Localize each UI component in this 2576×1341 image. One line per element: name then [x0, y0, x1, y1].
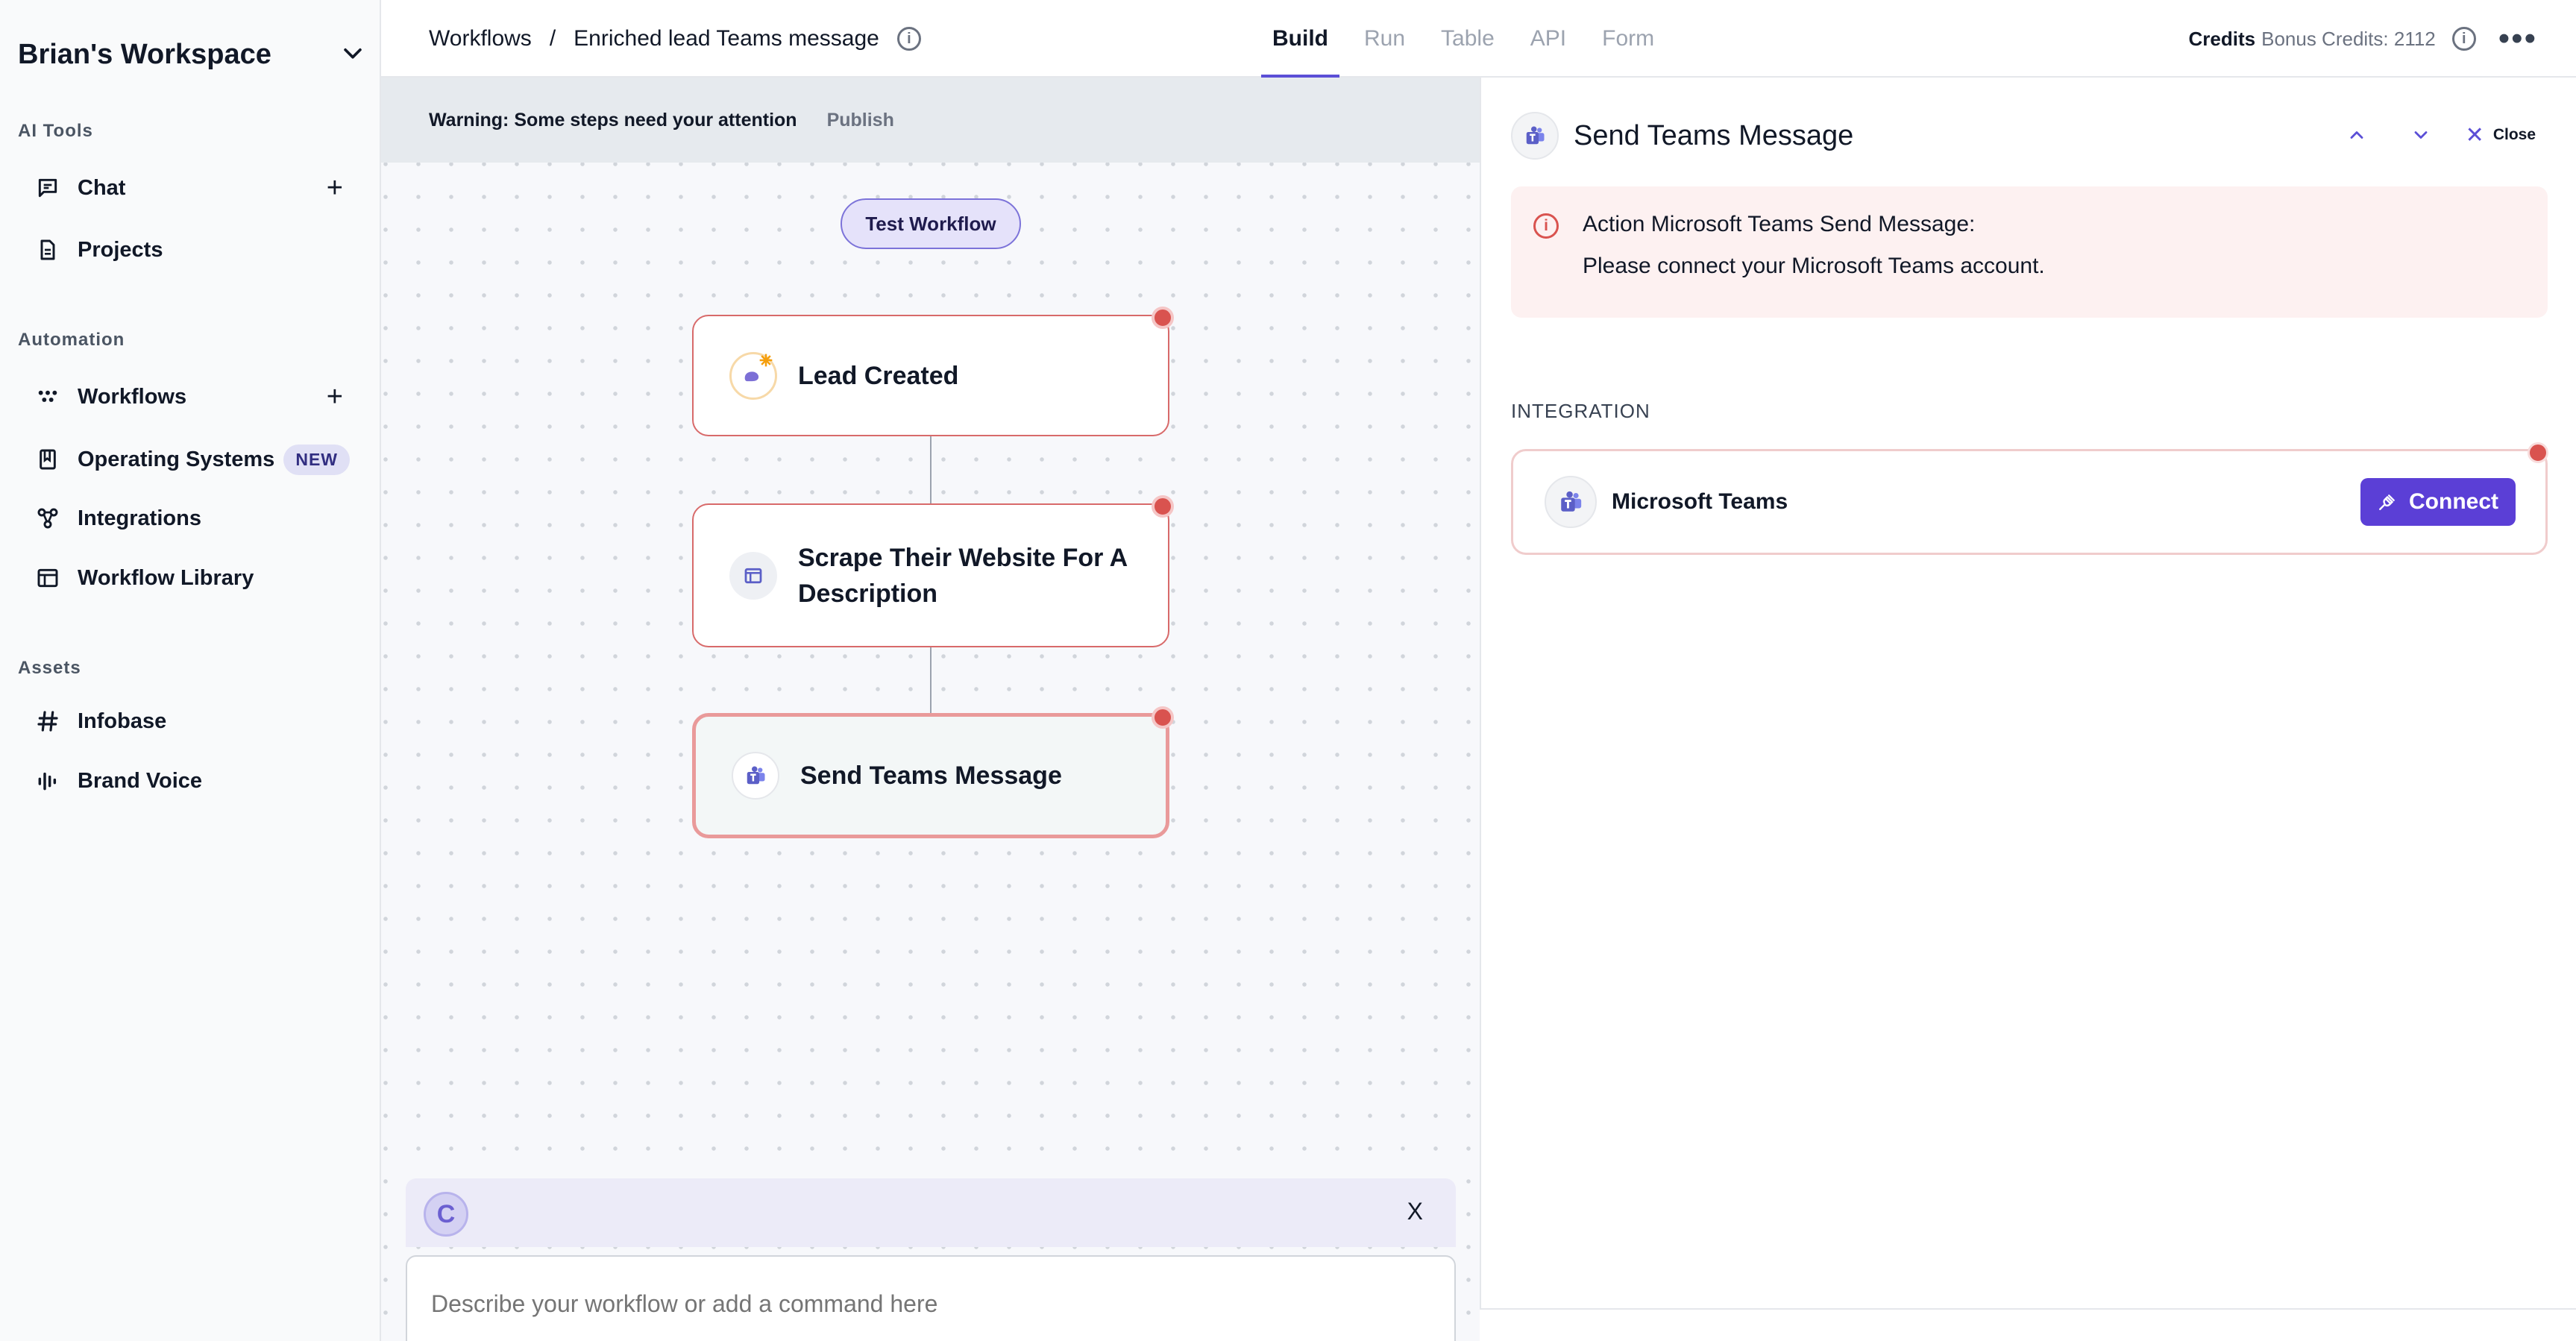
sidebar-item-label: Brand Voice — [78, 768, 203, 793]
node-error-indicator — [1152, 706, 1174, 729]
section-label-assets: Assets — [18, 658, 81, 678]
sidebar-item-label: Projects — [78, 237, 163, 262]
sidebar: Brian's Workspace AI Tools Chat + Projec… — [0, 0, 381, 1341]
workflow-node-lead-created[interactable]: Lead Created — [692, 315, 1169, 436]
error-alert: i Action Microsoft Teams Send Message: P… — [1511, 186, 2548, 318]
step-details-panel: Send Teams Message ✕ Close i Action Micr… — [1480, 78, 2576, 1310]
alert-message: Please connect your Microsoft Teams acco… — [1583, 254, 2045, 278]
panel-controls: ✕ Close — [2337, 118, 2536, 152]
warning-text: Warning: Some steps need your attention — [429, 109, 797, 131]
microsoft-teams-icon — [1511, 112, 1559, 160]
integration-card: Microsoft Teams Connect — [1511, 449, 2548, 555]
chevron-down-icon — [340, 40, 365, 69]
breadcrumb-workflow-name: Enriched lead Teams message — [574, 26, 879, 51]
tab-run[interactable]: Run — [1364, 26, 1406, 51]
sidebar-item-infobase[interactable]: Infobase — [18, 697, 358, 745]
command-input[interactable] — [406, 1255, 1456, 1341]
sidebar-item-workflow-library[interactable]: Workflow Library — [18, 554, 358, 602]
more-options-icon[interactable]: ••• — [2498, 20, 2537, 57]
close-panel-button[interactable]: ✕ Close — [2466, 122, 2536, 148]
panel-header: Send Teams Message — [1511, 107, 1853, 164]
sidebar-item-workflows[interactable]: Workflows + — [18, 373, 358, 421]
publish-button[interactable]: Publish — [826, 109, 894, 131]
node-connector — [930, 436, 932, 503]
add-chat-icon[interactable]: + — [326, 172, 343, 204]
assistant-bar: C X — [406, 1178, 1456, 1247]
alert-icon: i — [1533, 213, 1559, 239]
node-label: Scrape Their Website For A Description — [798, 543, 1127, 608]
sidebar-item-label: Operating Systems — [78, 447, 275, 471]
connect-label: Connect — [2409, 489, 2498, 514]
voice-bars-icon — [34, 767, 61, 794]
trigger-icon — [729, 351, 777, 400]
add-workflow-icon[interactable]: + — [326, 381, 343, 412]
test-workflow-button[interactable]: Test Workflow — [841, 198, 1021, 249]
close-label: Close — [2492, 126, 2536, 143]
top-bar: Workflows / Enriched lead Teams message … — [381, 0, 2576, 78]
library-icon — [34, 565, 61, 591]
microsoft-teams-icon — [732, 752, 779, 800]
sidebar-item-label: Workflows — [78, 384, 187, 409]
sidebar-item-chat[interactable]: Chat + — [18, 164, 358, 212]
info-icon[interactable]: i — [896, 27, 921, 51]
sidebar-item-brand-voice[interactable]: Brand Voice — [18, 757, 358, 805]
integrations-icon — [34, 505, 61, 532]
integration-error-indicator — [2528, 442, 2548, 463]
workflow-node-send-teams-message[interactable]: Send Teams Message — [692, 713, 1169, 838]
workflows-icon — [34, 383, 61, 410]
sidebar-item-label: Workflow Library — [78, 565, 254, 590]
document-icon — [34, 236, 61, 263]
section-label-automation: Automation — [18, 330, 125, 350]
alert-title: Action Microsoft Teams Send Message: — [1583, 212, 1976, 236]
workspace-switcher[interactable]: Brian's Workspace — [18, 36, 365, 73]
credits-info-icon[interactable]: i — [2451, 27, 2476, 51]
connect-button[interactable]: Connect — [2360, 478, 2516, 526]
panel-title: Send Teams Message — [1574, 119, 1854, 151]
chevron-down-icon[interactable] — [2401, 118, 2440, 152]
workspace-name: Brian's Workspace — [18, 38, 271, 70]
hash-icon — [34, 708, 61, 735]
credits-display: Credits Bonus Credits: 2112 i ••• — [2189, 0, 2537, 78]
sidebar-item-operating-systems[interactable]: Operating Systems NEW — [18, 436, 358, 483]
bonus-credits: Bonus Credits: 2112 — [2261, 27, 2436, 50]
integration-name: Microsoft Teams — [1612, 489, 1788, 514]
book-icon — [34, 446, 61, 473]
sidebar-item-label: Chat — [78, 175, 126, 200]
breadcrumb-workflows[interactable]: Workflows — [429, 26, 532, 51]
assistant-logo: C — [424, 1192, 468, 1237]
view-tabs: Build Run Table API Form — [1261, 0, 1679, 78]
sidebar-item-label: Infobase — [78, 709, 167, 733]
node-error-indicator — [1152, 495, 1174, 518]
workflow-node-scrape-website[interactable]: Scrape Their Website For A Description — [692, 503, 1169, 647]
breadcrumb-separator: / — [549, 26, 556, 51]
tab-api[interactable]: API — [1530, 26, 1567, 51]
credits-label: Credits — [2188, 27, 2256, 50]
node-label: Send Teams Message — [800, 761, 1062, 790]
microsoft-teams-icon — [1545, 476, 1597, 528]
new-badge: NEW — [283, 444, 350, 475]
breadcrumb: Workflows / Enriched lead Teams message … — [429, 0, 921, 78]
warning-bar: Warning: Some steps need your attention … — [381, 78, 1480, 163]
integration-section-label: INTEGRATION — [1511, 400, 1650, 422]
sidebar-item-projects[interactable]: Projects — [18, 226, 358, 274]
tab-build[interactable]: Build — [1261, 0, 1339, 78]
node-label: Lead Created — [798, 361, 959, 390]
node-connector — [930, 647, 932, 713]
tab-form[interactable]: Form — [1602, 26, 1655, 51]
node-error-indicator — [1152, 307, 1174, 329]
web-page-icon — [729, 551, 777, 600]
plug-icon — [2378, 492, 2397, 512]
chevron-up-icon[interactable] — [2337, 118, 2376, 152]
chat-icon — [34, 175, 61, 201]
section-label-ai-tools: AI Tools — [18, 121, 93, 141]
tab-table[interactable]: Table — [1441, 26, 1495, 51]
close-assistant-button[interactable]: X — [1407, 1198, 1423, 1225]
sidebar-item-integrations[interactable]: Integrations — [18, 494, 358, 542]
close-icon: ✕ — [2465, 122, 2484, 148]
sidebar-item-label: Integrations — [78, 506, 201, 530]
